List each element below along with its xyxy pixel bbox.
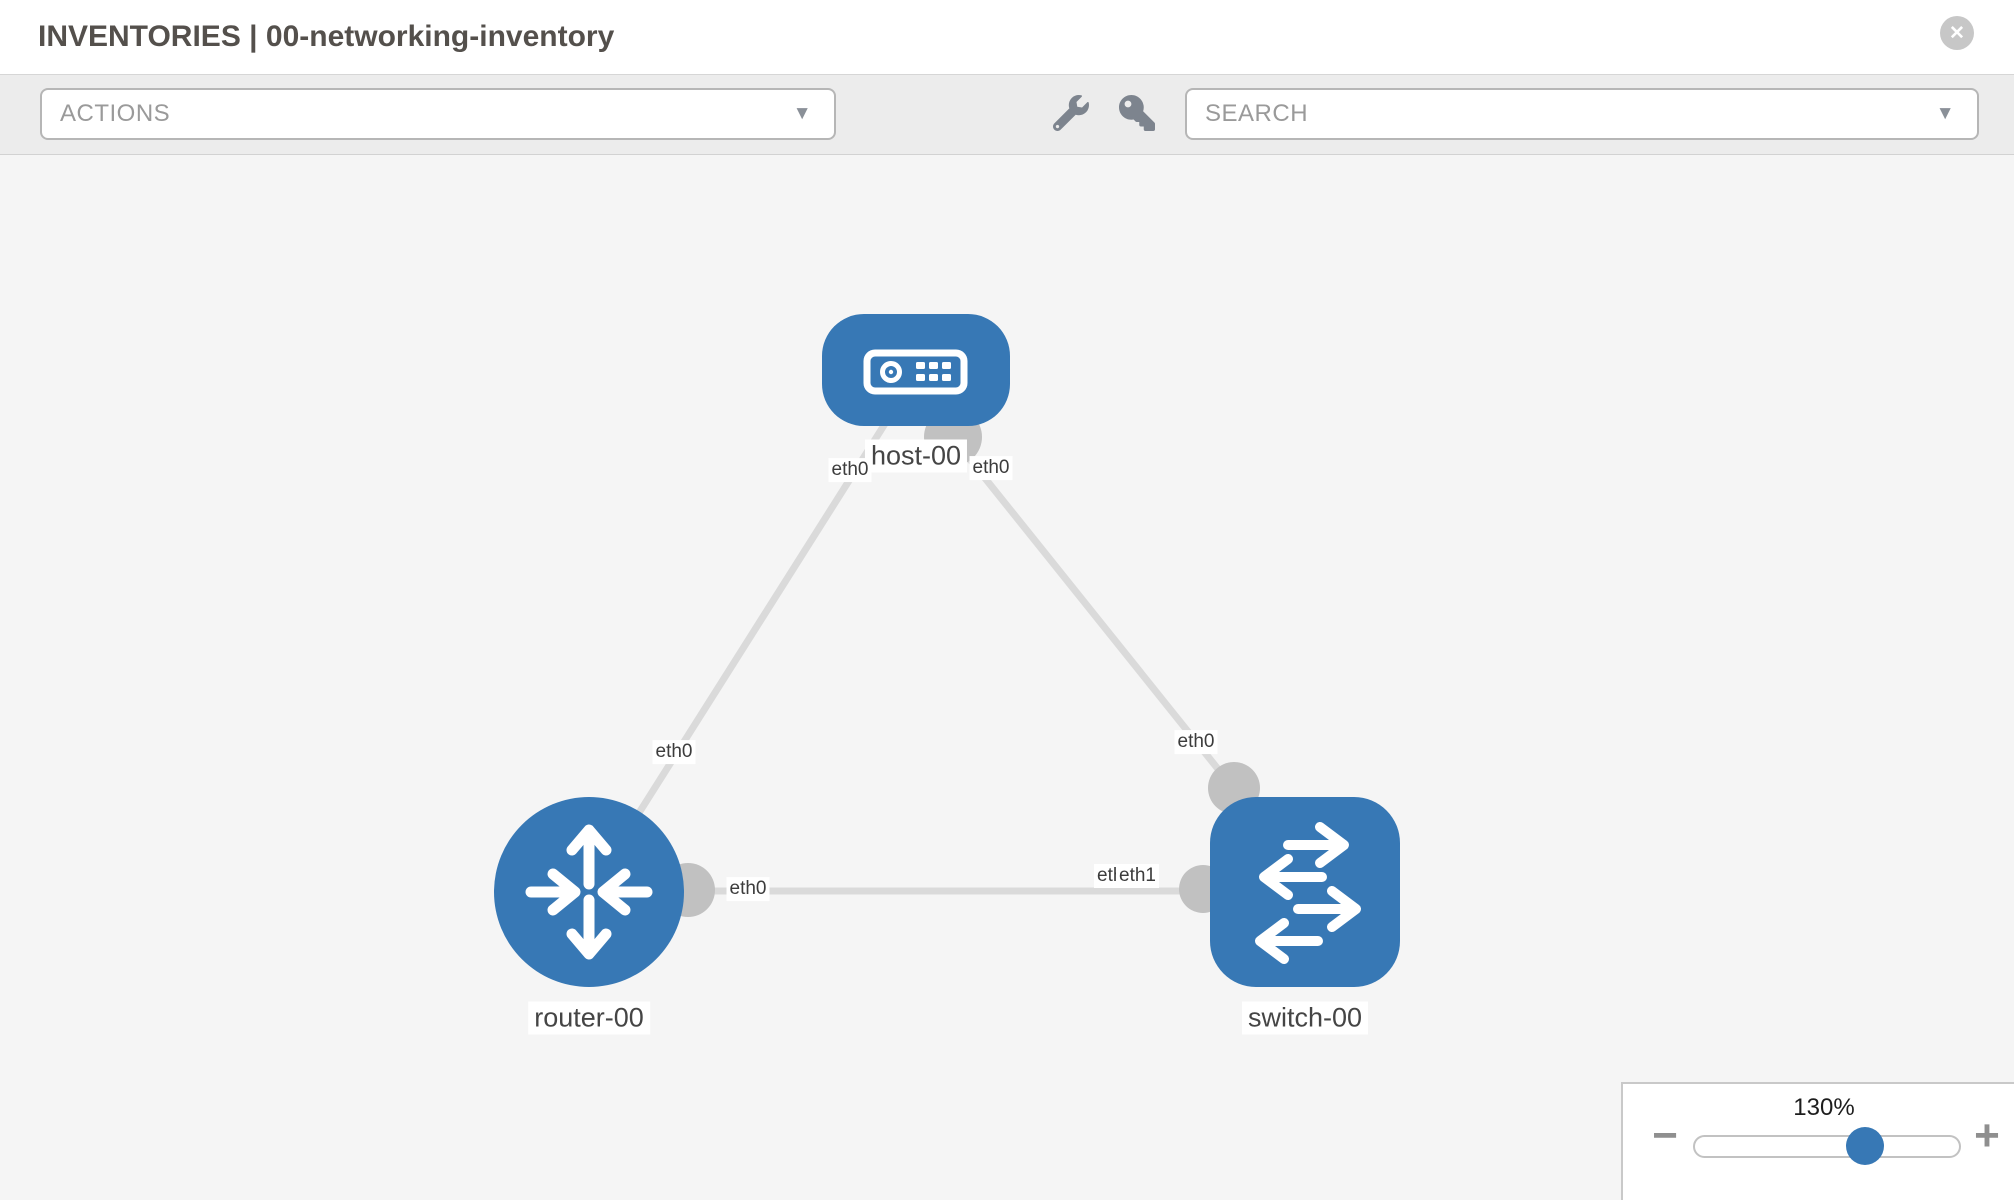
interface-label-host-router-router-end: eth0	[652, 740, 696, 764]
node-router[interactable]	[494, 797, 684, 987]
actions-dropdown-label: ACTIONS	[60, 100, 171, 127]
topology-canvas[interactable]: host-00 router-00 switch-00 eth0 eth0 et…	[0, 155, 2014, 1200]
interface-label-host-switch-host-end: eth0	[969, 456, 1013, 480]
interface-label-router-switch-switch-end-front: eth1	[1116, 864, 1159, 888]
key-icon	[1119, 95, 1155, 131]
interface-label-host-router-host-end: eth0	[828, 458, 872, 482]
zoom-control-panel: 130% − +	[1621, 1082, 2014, 1200]
credentials-button[interactable]	[1115, 91, 1159, 135]
node-switch[interactable]	[1210, 797, 1400, 987]
zoom-out-button[interactable]: −	[1652, 1111, 1678, 1160]
chevron-down-icon: ▼	[792, 103, 812, 124]
zoom-in-button[interactable]: +	[1974, 1111, 2000, 1160]
zoom-slider-track[interactable]	[1693, 1135, 1961, 1158]
host-icon	[863, 349, 968, 395]
chevron-down-icon: ▼	[1935, 103, 1955, 124]
router-icon	[525, 824, 653, 960]
wrench-icon	[1053, 95, 1089, 131]
interface-label-host-switch-switch-end: eth0	[1174, 730, 1218, 754]
node-host[interactable]	[822, 314, 1010, 426]
actions-dropdown[interactable]: ACTIONS ▼	[40, 88, 836, 140]
node-label-router: router-00	[528, 1001, 650, 1035]
node-label-host: host-00	[864, 439, 968, 473]
page-title: INVENTORIES | 00-networking-inventory	[38, 20, 615, 53]
interface-label-router-switch-router-end: eth0	[726, 877, 770, 901]
node-label-switch: switch-00	[1241, 1001, 1369, 1035]
link-host-router	[585, 396, 904, 896]
search-dropdown[interactable]: SEARCH ▼	[1185, 88, 1979, 140]
close-icon: ✕	[1949, 22, 1965, 44]
search-placeholder: SEARCH	[1205, 100, 1309, 127]
close-button[interactable]: ✕	[1940, 16, 1974, 50]
zoom-level-value: 130%	[1793, 1094, 1855, 1121]
zoom-slider-thumb[interactable]	[1846, 1127, 1884, 1165]
toolbar: ACTIONS ▼ SEARCH ▼	[0, 74, 2014, 155]
tools-button[interactable]	[1049, 91, 1093, 135]
header: INVENTORIES | 00-networking-inventory ✕	[0, 0, 2014, 74]
switch-icon	[1255, 822, 1361, 964]
